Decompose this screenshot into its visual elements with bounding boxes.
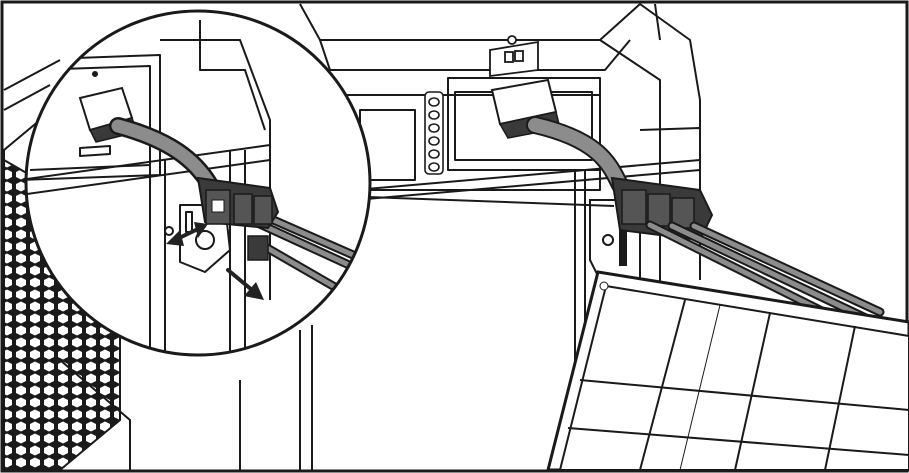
detached-plug xyxy=(247,235,269,261)
magnified-detail xyxy=(24,9,372,357)
double-headed-arrow-icon xyxy=(166,222,208,246)
callout-leader-line xyxy=(367,196,615,207)
magnifier-ring xyxy=(24,9,372,357)
arrow-down-right-icon xyxy=(226,268,264,300)
left-housing xyxy=(3,59,131,471)
solar-panel xyxy=(546,270,909,472)
cable-detail xyxy=(111,119,217,192)
splitter-connector-detail xyxy=(196,176,280,261)
vent-slots xyxy=(424,91,444,175)
splitter-connector xyxy=(610,176,714,242)
panel-port-label xyxy=(489,35,539,78)
